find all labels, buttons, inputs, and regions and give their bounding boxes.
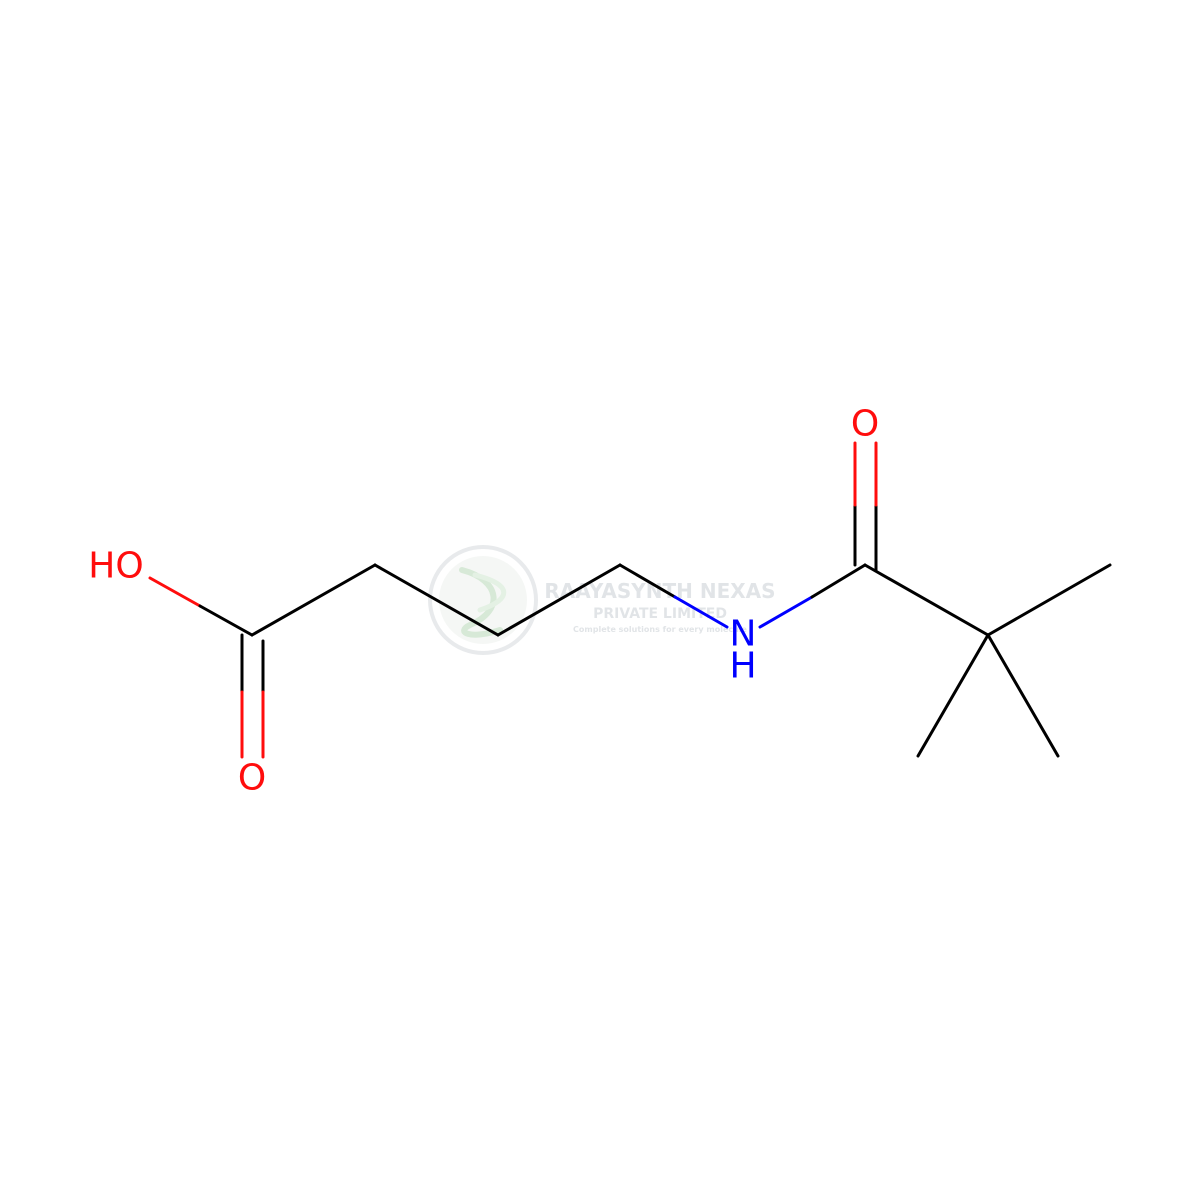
bond-c3-c4 xyxy=(496,563,622,637)
bond-c5-cq xyxy=(863,563,990,637)
bond-cq-methyl-top xyxy=(986,563,1112,637)
atom-acid-carbonyl-oxygen-label: O xyxy=(238,758,266,799)
bond-cq-methyl-right xyxy=(986,633,1060,758)
bond-c2-c3 xyxy=(373,563,500,637)
bond-o-c-acid-carbon-half xyxy=(198,604,254,637)
bond-c4-n-carbon-half xyxy=(618,563,677,599)
atom-amide-hydrogen-label: H xyxy=(729,646,756,687)
watermark-logo-helix-icon xyxy=(459,567,503,638)
bond-n-c5-carbon-half xyxy=(810,563,867,599)
watermark-logo-inner xyxy=(439,556,527,644)
bond-c4-n-nitrogen-half xyxy=(673,595,729,629)
watermark: RAAYASYNTH NEXAS PRIVATE LIMITED Complet… xyxy=(428,545,776,655)
atom-labels: HO O N H O xyxy=(88,404,879,799)
atom-amide-nitrogen-label: N xyxy=(730,614,757,655)
atom-hydroxyl-label: HO xyxy=(88,546,143,587)
atom-amide-carbonyl-oxygen-label: O xyxy=(851,404,879,445)
bond-n-c5-nitrogen-half xyxy=(758,595,814,629)
bond-c1-c2 xyxy=(250,563,377,637)
watermark-logo-helix2-icon xyxy=(472,572,507,613)
watermark-company-name: RAAYASYNTH NEXAS xyxy=(544,579,775,603)
bond-o-c-acid-oxygen-half xyxy=(148,576,202,608)
watermark-logo-ring xyxy=(428,545,538,655)
bond-cq-methyl-left xyxy=(916,633,990,758)
watermark-company-type: PRIVATE LIMITED xyxy=(593,606,727,622)
bonds xyxy=(148,441,1112,759)
watermark-tagline: Complete solutions for every molecule xyxy=(573,625,748,634)
